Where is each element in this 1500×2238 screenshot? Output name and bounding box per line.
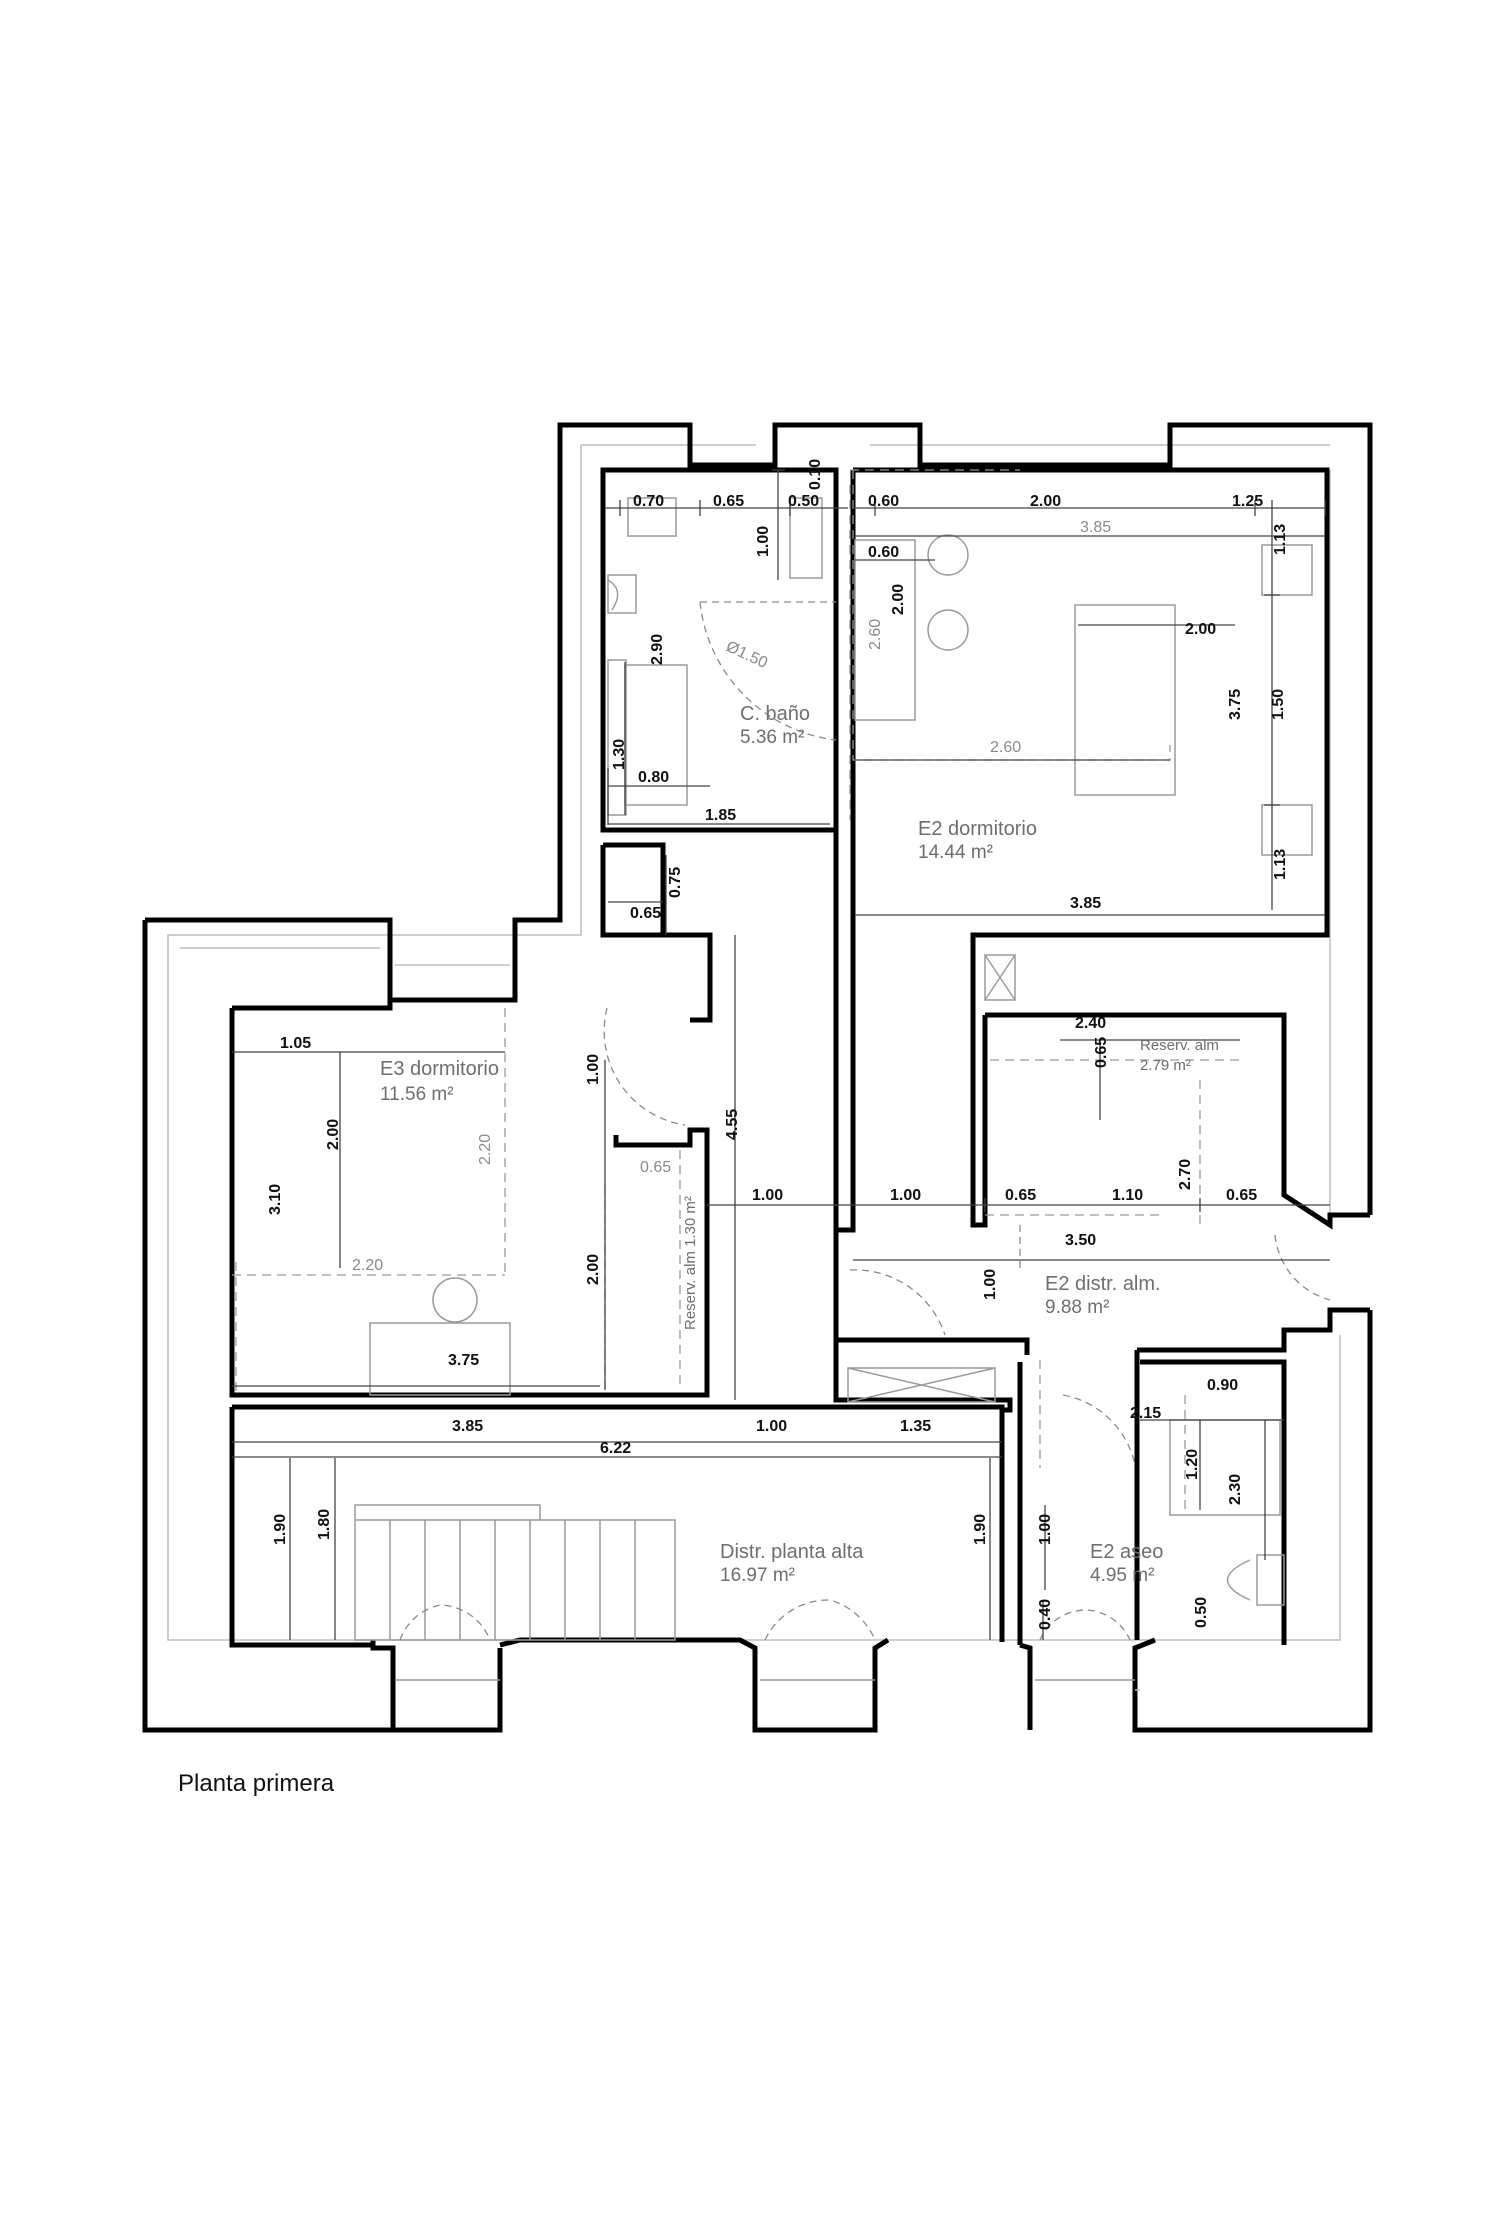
room-labels: C. baño 5.36 m² E2 dormitorio 14.44 m² E… — [380, 703, 1219, 1586]
room-name-e3-dormitorio: E3 dormitorio — [380, 1058, 499, 1080]
dim-label: 3.85 — [1080, 519, 1111, 536]
dim-label: 2.00 — [1030, 493, 1061, 510]
dim-label: 0.65 — [630, 905, 661, 922]
room-name-e2-aseo: E2 aseo — [1090, 1541, 1163, 1563]
room-area-e2-dormitorio: 14.44 m² — [918, 842, 993, 863]
room-name-reserv-alm: Reserv. alm — [1140, 1037, 1219, 1054]
room-area-bano: 5.36 m² — [740, 727, 804, 748]
dim-label: 0.65 — [1093, 1037, 1110, 1068]
dim-label: 3.85 — [452, 1418, 483, 1435]
dim-label: 2.70 — [1177, 1159, 1194, 1190]
room-name-distr-planta-alta: Distr. planta alta — [720, 1541, 864, 1563]
dim-label: 3.85 — [1070, 895, 1101, 912]
dim-label: 2.60 — [867, 619, 884, 650]
dim-label: 2.00 — [585, 1254, 602, 1285]
dim-label: 1.00 — [752, 1187, 783, 1204]
dim-label: 2.20 — [477, 1134, 494, 1165]
dim-label: 2.15 — [1130, 1405, 1161, 1422]
dim-label: 1.80 — [316, 1509, 333, 1540]
dim-label: 1.35 — [900, 1418, 931, 1435]
dim-label: 1.10 — [1112, 1187, 1143, 1204]
dim-label: 1.25 — [1232, 493, 1263, 510]
room-name-bano: C. baño — [740, 703, 810, 725]
room-area-distr-planta-alta: 16.97 m² — [720, 1565, 795, 1586]
dim-label: 1.00 — [756, 1418, 787, 1435]
dim-label: 1.13 — [1272, 849, 1289, 880]
dim-label: 0.65 — [640, 1159, 671, 1176]
dim-label: 1.90 — [272, 1514, 289, 1545]
dim-label: 0.60 — [868, 544, 899, 561]
dim-label: 3.50 — [1065, 1232, 1096, 1249]
dim-label: 0.10 — [807, 459, 824, 490]
room-area-reserv-alm: 2.79 m² — [1140, 1057, 1191, 1074]
dim-label: 3.10 — [267, 1184, 284, 1215]
walls — [142, 422, 1373, 1733]
dim-label: 2.30 — [1227, 1474, 1244, 1505]
dim-label: 2.00 — [890, 584, 907, 615]
dim-label: 0.80 — [638, 769, 669, 786]
dim-label: Ø1.50 — [723, 638, 770, 672]
dim-label: 0.75 — [667, 867, 684, 898]
windows — [395, 463, 1170, 1691]
dim-label: 6.22 — [600, 1440, 631, 1457]
room-area-e3-dormitorio: 11.56 m² — [380, 1084, 454, 1105]
dim-label: 2.00 — [1185, 621, 1216, 638]
dim-label: 1.00 — [890, 1187, 921, 1204]
dim-label: 2.60 — [990, 739, 1021, 756]
room-label-reserv-alm-e3: Reserv. alm 1.30 m² — [682, 1196, 699, 1330]
dim-label: 2.00 — [325, 1119, 342, 1150]
room-area-e2-aseo: 4.95 m² — [1090, 1565, 1154, 1586]
room-name-e2-distr: E2 distr. alm. — [1045, 1273, 1161, 1295]
dim-label: 0.65 — [1226, 1187, 1257, 1204]
dim-label: 1.13 — [1272, 524, 1289, 555]
dim-label: 0.65 — [1005, 1187, 1036, 1204]
dimension-labels: 0.70 0.65 0.50 0.10 1.00 2.90 Ø1.50 1.30… — [267, 459, 1289, 1630]
dim-label: 2.20 — [352, 1257, 383, 1274]
dim-label: 2.40 — [1075, 1015, 1106, 1032]
stair — [354, 1504, 676, 1641]
dim-label: 1.30 — [611, 739, 628, 770]
dim-label: 0.50 — [788, 493, 819, 510]
dim-label: 0.90 — [1207, 1377, 1238, 1394]
dim-label: 2.90 — [649, 634, 666, 665]
dim-label: 0.50 — [1193, 1597, 1210, 1628]
dim-label: 1.05 — [280, 1035, 311, 1052]
facade-outline — [167, 444, 1341, 1641]
dim-label: 1.50 — [1270, 689, 1287, 720]
dim-label: 1.00 — [585, 1054, 602, 1085]
dim-label: 1.00 — [1037, 1514, 1054, 1545]
fixtures — [354, 497, 1313, 1641]
dim-label: 4.55 — [724, 1109, 741, 1140]
dim-label: 1.20 — [1184, 1449, 1201, 1480]
room-name-e2-dormitorio: E2 dormitorio — [918, 818, 1037, 840]
dim-label: 0.40 — [1037, 1599, 1054, 1630]
dim-label: 3.75 — [448, 1352, 479, 1369]
dim-label: 1.00 — [982, 1269, 999, 1300]
plan-caption: Planta primera — [178, 1770, 335, 1797]
dimension-lines — [232, 469, 1330, 1640]
dim-label: 1.85 — [705, 807, 736, 824]
dashed-guides — [232, 469, 1240, 1515]
door-swings — [399, 601, 1331, 1641]
dim-label: 0.65 — [713, 493, 744, 510]
dim-label: 0.70 — [633, 493, 664, 510]
room-area-e2-distr: 9.88 m² — [1045, 1297, 1109, 1318]
dim-label: 0.60 — [868, 493, 899, 510]
dim-label: 3.75 — [1227, 689, 1244, 720]
dim-label: 1.90 — [972, 1514, 989, 1545]
dim-label: 1.00 — [755, 526, 772, 557]
